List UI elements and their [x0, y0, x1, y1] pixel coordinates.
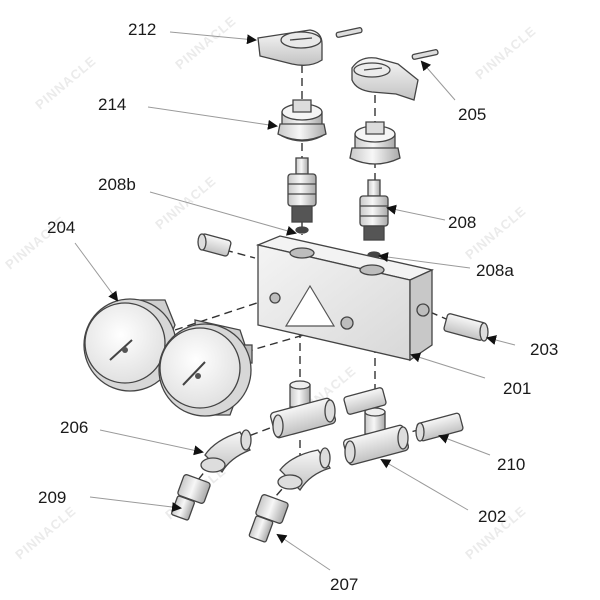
tee-fitting-202 [342, 407, 410, 466]
watermark-text: PINNACLE [462, 203, 529, 262]
watermark-text: PINNACLE [172, 13, 239, 72]
gauge-204-front [158, 319, 253, 417]
fitting-left-top [197, 233, 232, 257]
label-206: 206 [60, 418, 88, 437]
label-204: 204 [47, 218, 75, 237]
fitting-209 [171, 474, 211, 521]
label-208a: 208a [476, 261, 514, 280]
collar-214-left [277, 99, 327, 142]
handle-212 [257, 29, 323, 66]
label-208b: 208b [98, 175, 136, 194]
watermark-text: PINNACLE [152, 173, 219, 232]
label-209: 209 [38, 488, 66, 507]
handle-205 [351, 57, 419, 101]
label-202: 202 [478, 507, 506, 526]
elbow-lower [277, 447, 332, 492]
elbow-206 [200, 429, 252, 474]
valve-stem-left [287, 157, 317, 234]
label-212: 212 [128, 20, 156, 39]
label-207: 207 [330, 575, 358, 594]
collar-214-right [349, 121, 401, 165]
watermark-text: PINNACLE [32, 53, 99, 112]
fitting-203 [443, 313, 489, 342]
fitting-207 [248, 494, 289, 543]
valve-stem-right [359, 179, 389, 259]
fitting-210 [415, 412, 464, 442]
label-203: 203 [530, 340, 558, 359]
label-201: 201 [503, 379, 531, 398]
manifold-block-201 [255, 235, 435, 362]
pin-205 [335, 27, 439, 60]
nipple-upper [343, 387, 387, 415]
callout-leaders [74, 31, 516, 571]
label-205: 205 [458, 105, 486, 124]
watermark-text: PINNACLE [472, 23, 539, 82]
tee-fitting-left [269, 380, 337, 439]
label-210: 210 [497, 455, 525, 474]
callout-labels: 212 205 214 208b 208 208a 204 203 201 20… [38, 20, 558, 594]
gauge-204-back [83, 298, 177, 392]
watermark-text: PINNACLE [12, 503, 79, 562]
label-208: 208 [448, 213, 476, 232]
label-214: 214 [98, 95, 126, 114]
